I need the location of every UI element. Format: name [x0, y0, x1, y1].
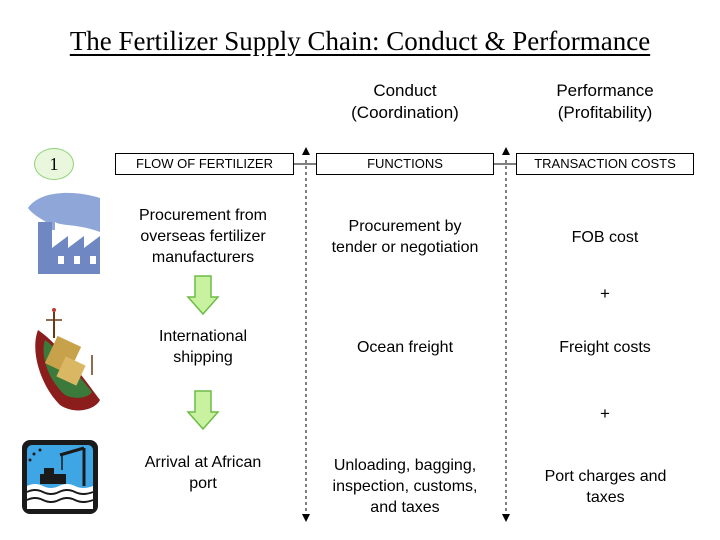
cost-freight: Freight costs	[559, 339, 651, 356]
performance-heading-line1: Performance	[556, 81, 654, 100]
cost-fob: FOB cost	[571, 229, 639, 246]
ship-icon	[35, 308, 100, 411]
flow-arrival: Arrival at African port	[144, 454, 262, 492]
flow-procurement: Procurement from overseas fertilizer man…	[138, 207, 268, 266]
conduct-heading-line1: Conduct	[373, 81, 437, 100]
divider-left	[302, 147, 310, 522]
flow-of-fertilizer-header: FLOW OF FERTILIZER	[115, 153, 294, 175]
down-arrow-1	[186, 275, 220, 316]
page-title: The Fertilizer Supply Chain: Conduct & P…	[69, 26, 651, 56]
conduct-heading-line2: (Coordination)	[351, 103, 459, 122]
transaction-costs-header: TRANSACTION COSTS	[516, 153, 694, 175]
functions-header: FUNCTIONS	[316, 153, 494, 175]
function-unloading: Unloading, bagging, inspection, customs,…	[332, 457, 478, 516]
function-procurement: Procurement by tender or negotiation	[331, 218, 479, 256]
performance-heading-line2: (Profitability)	[557, 103, 653, 122]
conduct-column-heading: Conduct (Coordination)	[310, 80, 500, 124]
function-ocean-freight: Ocean freight	[356, 339, 454, 356]
performance-column-heading: Performance (Profitability)	[510, 80, 700, 124]
down-arrow-2	[186, 390, 220, 431]
cost-port-charges: Port charges and taxes	[544, 468, 667, 506]
plus-sign-1: +	[600, 284, 610, 303]
plus-sign-2: +	[600, 404, 610, 423]
divider-right	[502, 147, 510, 522]
step-number-badge: 1	[34, 148, 74, 180]
flow-shipping: International shipping	[158, 328, 248, 366]
port-crane-icon	[22, 440, 98, 514]
factory-icon	[28, 192, 100, 274]
